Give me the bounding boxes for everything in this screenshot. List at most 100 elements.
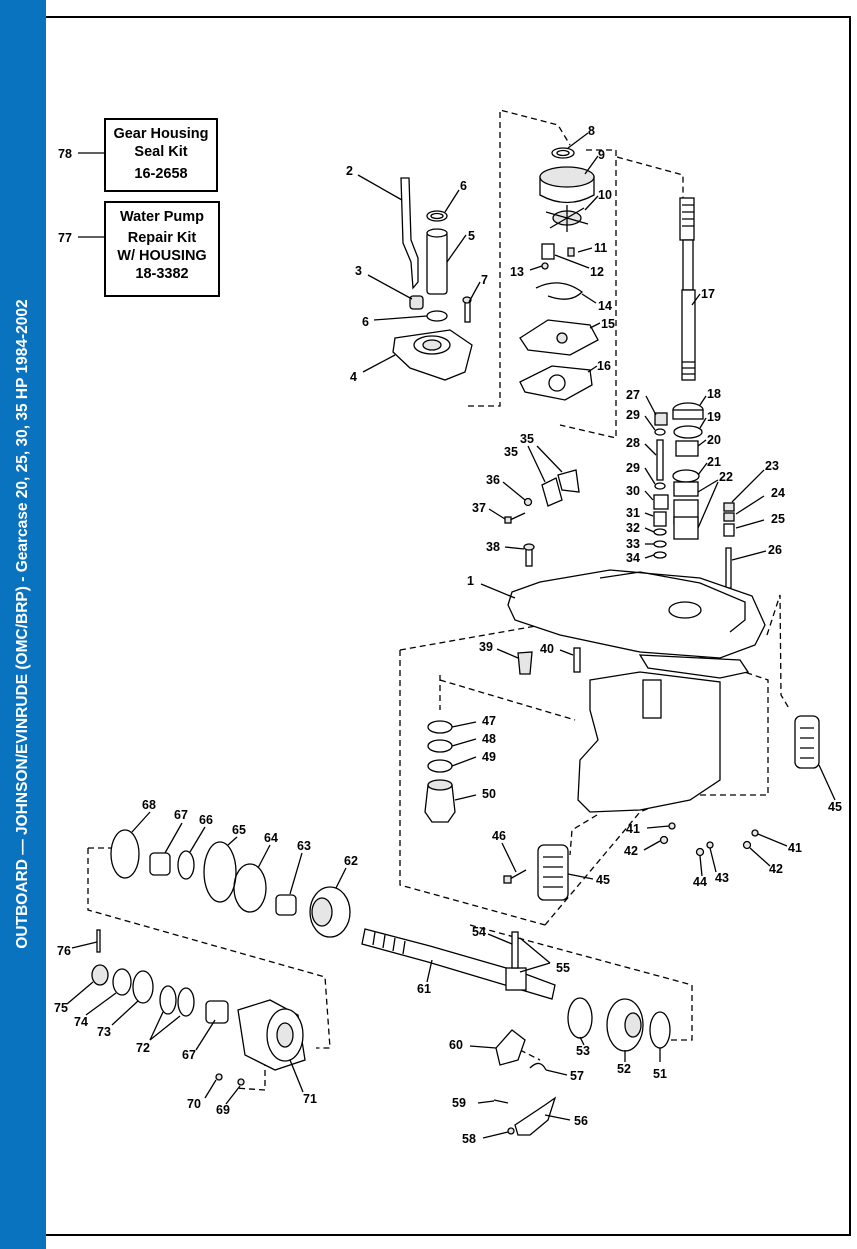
callout-55: 55 [556, 961, 570, 975]
callout-39: 39 [479, 640, 493, 654]
callout-17: 17 [701, 287, 715, 301]
callout-6b: 6 [362, 315, 369, 329]
callout-60: 60 [449, 1038, 463, 1052]
propeller-shaft [361, 928, 556, 1000]
callout-52: 52 [617, 1062, 631, 1076]
callout-35a: 35 [520, 432, 534, 446]
callout-71: 71 [303, 1092, 317, 1106]
callout-53: 53 [576, 1044, 590, 1058]
callout-67b: 67 [182, 1048, 196, 1062]
callout-38: 38 [486, 540, 500, 554]
callout-21: 21 [707, 455, 721, 469]
sidebar-band: OUTBOARD — JOHNSON/EVINRUDE (OMC/BRP) - … [0, 0, 46, 1249]
callout-35b: 35 [504, 445, 518, 459]
callout-18: 18 [707, 387, 721, 401]
callout-33: 33 [626, 537, 640, 551]
callout-29b: 29 [626, 461, 640, 475]
callout-10: 10 [598, 188, 612, 202]
callout-13: 13 [510, 265, 524, 279]
callout-22a: 22 [719, 470, 733, 484]
callout-68: 68 [142, 798, 156, 812]
callout-23: 23 [765, 459, 779, 473]
callout-5: 5 [468, 229, 475, 243]
kit-line: Gear Housing [113, 126, 209, 142]
kit-line: Water Pump [119, 209, 205, 225]
callout-78: 78 [58, 147, 72, 161]
callout-29a: 29 [626, 408, 640, 422]
callout-7: 7 [481, 273, 488, 287]
callout-69: 69 [216, 1103, 230, 1117]
callout-14: 14 [598, 299, 612, 313]
callout-4: 4 [350, 370, 357, 384]
callout-65: 65 [232, 823, 246, 837]
callout-77: 77 [58, 231, 72, 245]
callout-32: 32 [626, 521, 640, 535]
callout-34: 34 [626, 551, 640, 565]
water-pump-repair-kit-box: Water Pump Repair Kit W/ HOUSING 18-3382 [104, 201, 220, 297]
callout-73: 73 [97, 1025, 111, 1039]
callout-6a: 6 [460, 179, 467, 193]
callout-11: 11 [594, 241, 607, 255]
kit-line: 16-2658 [134, 166, 188, 182]
callout-70: 70 [187, 1097, 201, 1111]
callout-19: 19 [707, 410, 721, 424]
callout-12: 12 [590, 265, 604, 279]
callout-47: 47 [482, 714, 496, 728]
callout-59: 59 [452, 1096, 466, 1110]
callout-61: 61 [417, 982, 431, 996]
callout-41a: 41 [626, 822, 640, 836]
callout-58: 58 [462, 1132, 476, 1146]
callout-63: 63 [297, 839, 311, 853]
callout-57: 57 [570, 1069, 584, 1083]
callout-72: 72 [136, 1041, 150, 1055]
callout-44: 44 [693, 875, 707, 889]
callout-3: 3 [355, 264, 362, 278]
callout-54: 54 [472, 925, 486, 939]
callout-76: 76 [57, 944, 71, 958]
callout-27: 27 [626, 388, 640, 402]
callout-75: 75 [54, 1001, 68, 1015]
callout-25: 25 [771, 512, 785, 526]
diagram-frame [46, 16, 851, 1236]
callout-20: 20 [707, 433, 721, 447]
callout-48: 48 [482, 732, 496, 746]
callout-8: 8 [588, 124, 595, 138]
callout-45b: 45 [596, 873, 610, 887]
callout-9: 9 [598, 148, 605, 162]
gearcase-housing [507, 569, 766, 813]
callout-16: 16 [597, 359, 611, 373]
callout-37: 37 [472, 501, 486, 515]
callout-49: 49 [482, 750, 496, 764]
callout-24: 24 [771, 486, 785, 500]
callout-28: 28 [626, 436, 640, 450]
callout-43: 43 [715, 871, 729, 885]
callout-1: 1 [467, 574, 474, 588]
callout-45a: 45 [828, 800, 842, 814]
impeller [545, 205, 589, 232]
callout-numbers: 78 77 1 2 3 4 5 6 6 7 8 9 10 11 12 13 14… [54, 124, 842, 1146]
callout-42a: 42 [624, 844, 638, 858]
callout-50: 50 [482, 787, 496, 801]
kit-line: W/ HOUSING [117, 248, 207, 264]
callout-26: 26 [768, 543, 782, 557]
kit-line: Seal Kit [134, 144, 188, 160]
kit-line: 18-3382 [135, 266, 189, 282]
callout-66: 66 [199, 813, 213, 827]
callout-15: 15 [601, 317, 615, 331]
callout-30: 30 [626, 484, 640, 498]
callout-51: 51 [653, 1067, 667, 1081]
leader-lines [66, 132, 836, 1139]
kit-line: Repair Kit [127, 230, 197, 246]
callout-64: 64 [264, 831, 278, 845]
callout-40: 40 [540, 642, 554, 656]
callout-74: 74 [74, 1015, 88, 1029]
callout-56: 56 [574, 1114, 588, 1128]
callout-42b: 42 [769, 862, 783, 876]
callout-41b: 41 [788, 841, 802, 855]
callout-67a: 67 [174, 808, 188, 822]
gear-housing-seal-kit-box: Gear Housing Seal Kit 16-2658 [104, 118, 218, 192]
callout-62: 62 [344, 854, 358, 868]
callout-31: 31 [626, 506, 640, 520]
callout-46: 46 [492, 829, 506, 843]
